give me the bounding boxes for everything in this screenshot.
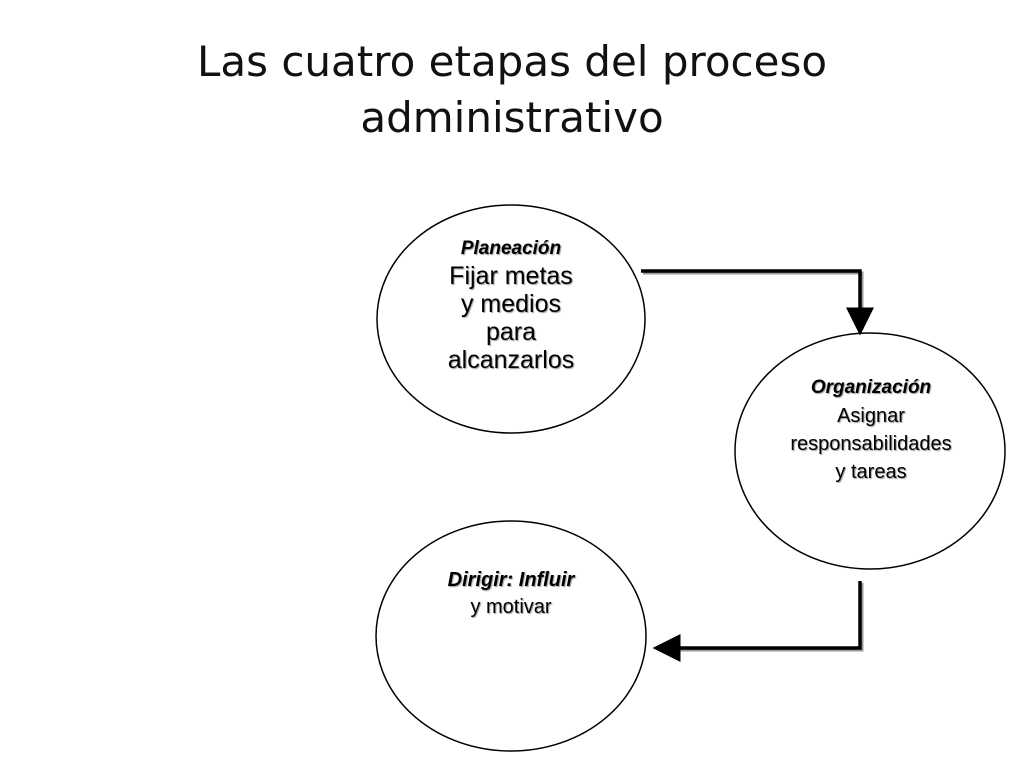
organizacion-title: Organización	[810, 377, 932, 398]
arrow-organizacion-to-dirigir	[652, 581, 862, 662]
dirigir-title: Dirigir: Influir	[447, 569, 575, 591]
planeacion-node	[376, 204, 646, 434]
arrow-planeacion-to-organizacion	[641, 269, 874, 336]
slide-title: Las cuatro etapas del proceso administra…	[0, 34, 1024, 146]
dirigir-text: Dirigir: Influir y motivar	[380, 566, 642, 620]
dirigir-node	[375, 520, 647, 752]
planeacion-text: Planeación Fijar metas y medios para alc…	[380, 236, 642, 374]
slide-title-line-2: administrativo	[360, 93, 664, 142]
organizacion-description: Asignar responsabilidades y tareas	[790, 405, 952, 483]
planeacion-description: Fijar metas y medios para alcanzarlos	[447, 262, 575, 374]
organizacion-text: Organización Asignar responsabilidades y…	[740, 374, 1002, 486]
planeacion-title: Planeación	[460, 238, 562, 259]
dirigir-description: y motivar	[470, 596, 552, 618]
slide-title-line-1: Las cuatro etapas del proceso	[196, 37, 828, 86]
